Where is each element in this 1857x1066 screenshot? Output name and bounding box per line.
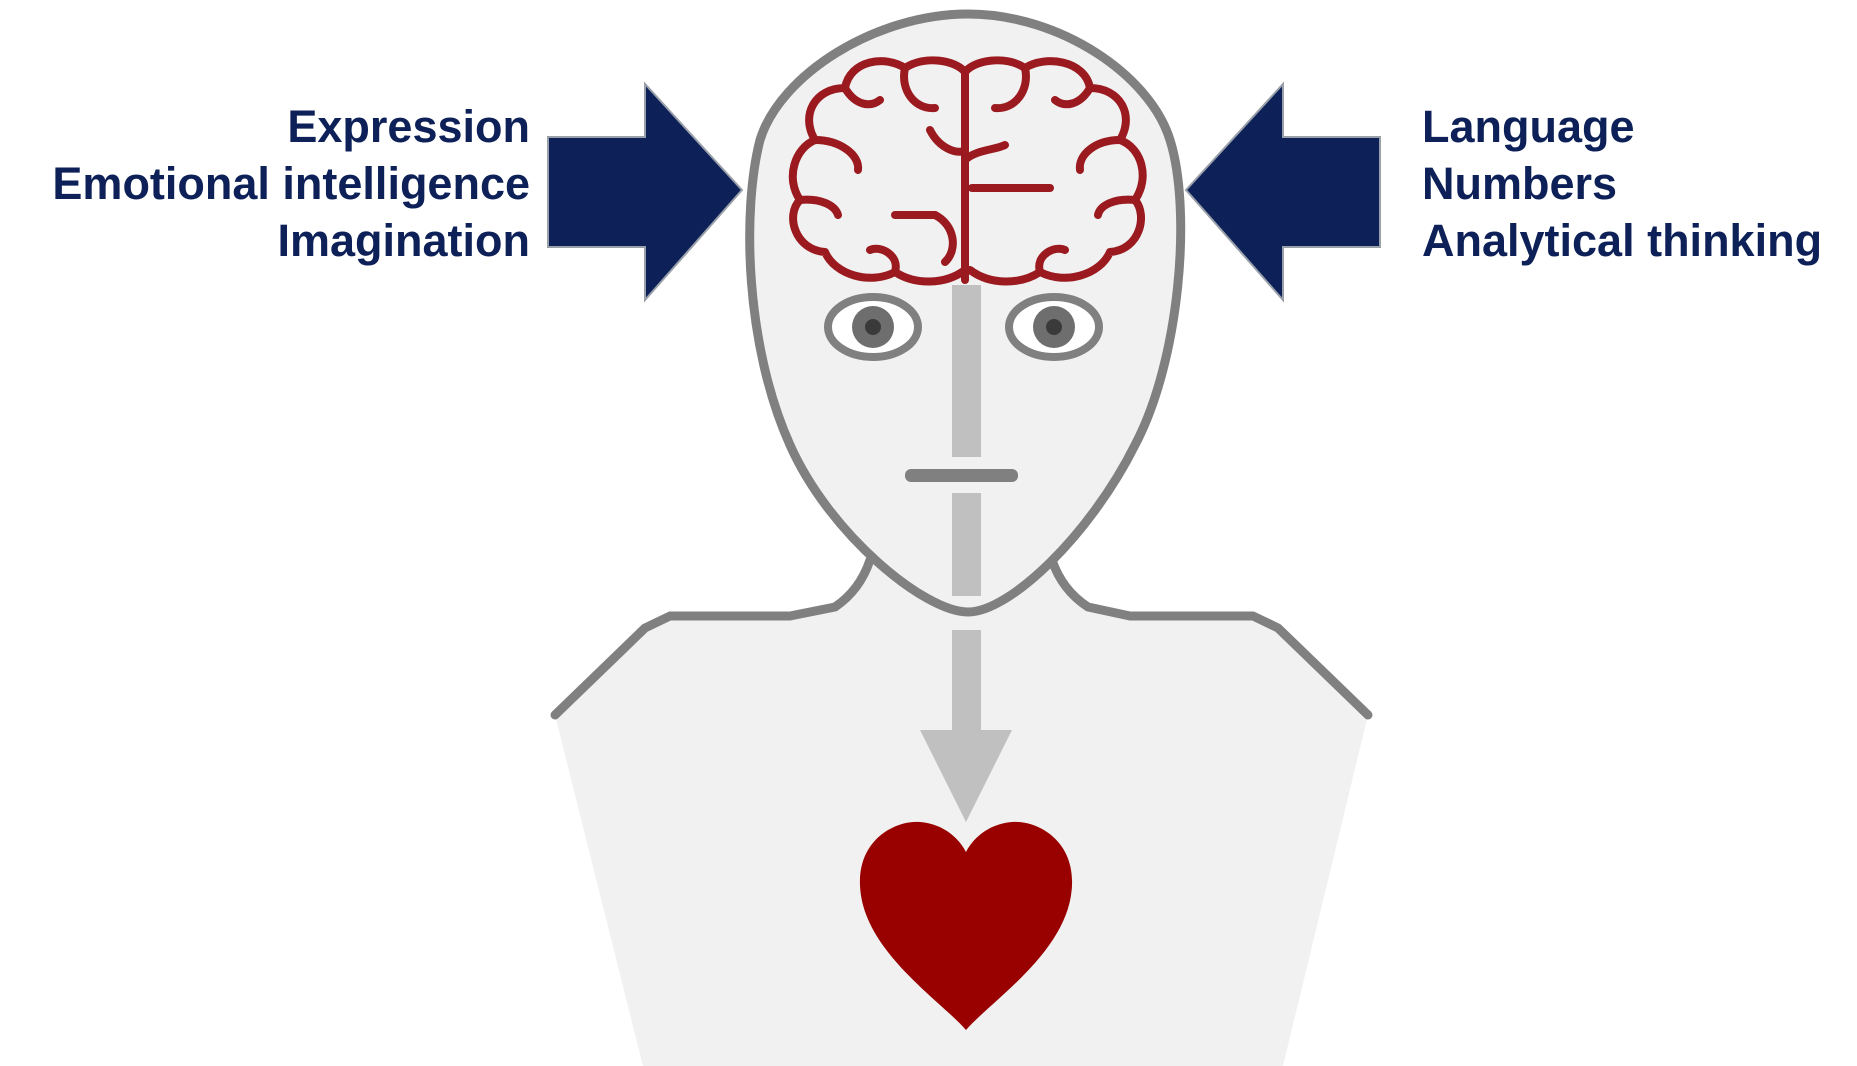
- label-language: Language: [1422, 101, 1635, 152]
- label-numbers: Numbers: [1422, 158, 1618, 209]
- arrow-down-icon: [920, 285, 1012, 822]
- mouth: [905, 469, 1018, 482]
- arrow-left-icon: [1184, 81, 1381, 303]
- heart-icon: [859, 821, 1073, 1030]
- eye-icon: [1005, 293, 1103, 361]
- label-imagination: Imagination: [277, 215, 530, 266]
- label-analytical-thinking: Analytical thinking: [1422, 215, 1823, 266]
- label-emotional-intelligence: Emotional intelligence: [52, 158, 530, 209]
- eye-icon: [824, 293, 922, 361]
- right-labels: Language Numbers Analytical thinking: [1422, 98, 1822, 269]
- left-labels: Expression Emotional intelligence Imagin…: [52, 98, 530, 269]
- label-expression: Expression: [287, 101, 530, 152]
- brain-icon: [788, 56, 1147, 286]
- arrow-right-icon: [547, 81, 744, 303]
